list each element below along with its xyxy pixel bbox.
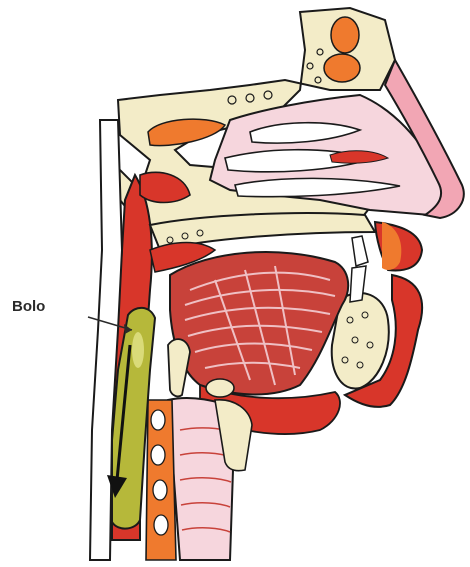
upper-incisor <box>352 236 368 266</box>
bolus-highlight <box>132 332 144 368</box>
hyoid-bone <box>206 379 234 397</box>
epiglottis <box>168 339 190 396</box>
frontal-sinus <box>331 17 359 53</box>
bolus-label: Bolo <box>12 298 45 315</box>
nasal-bone-spot <box>324 54 360 82</box>
